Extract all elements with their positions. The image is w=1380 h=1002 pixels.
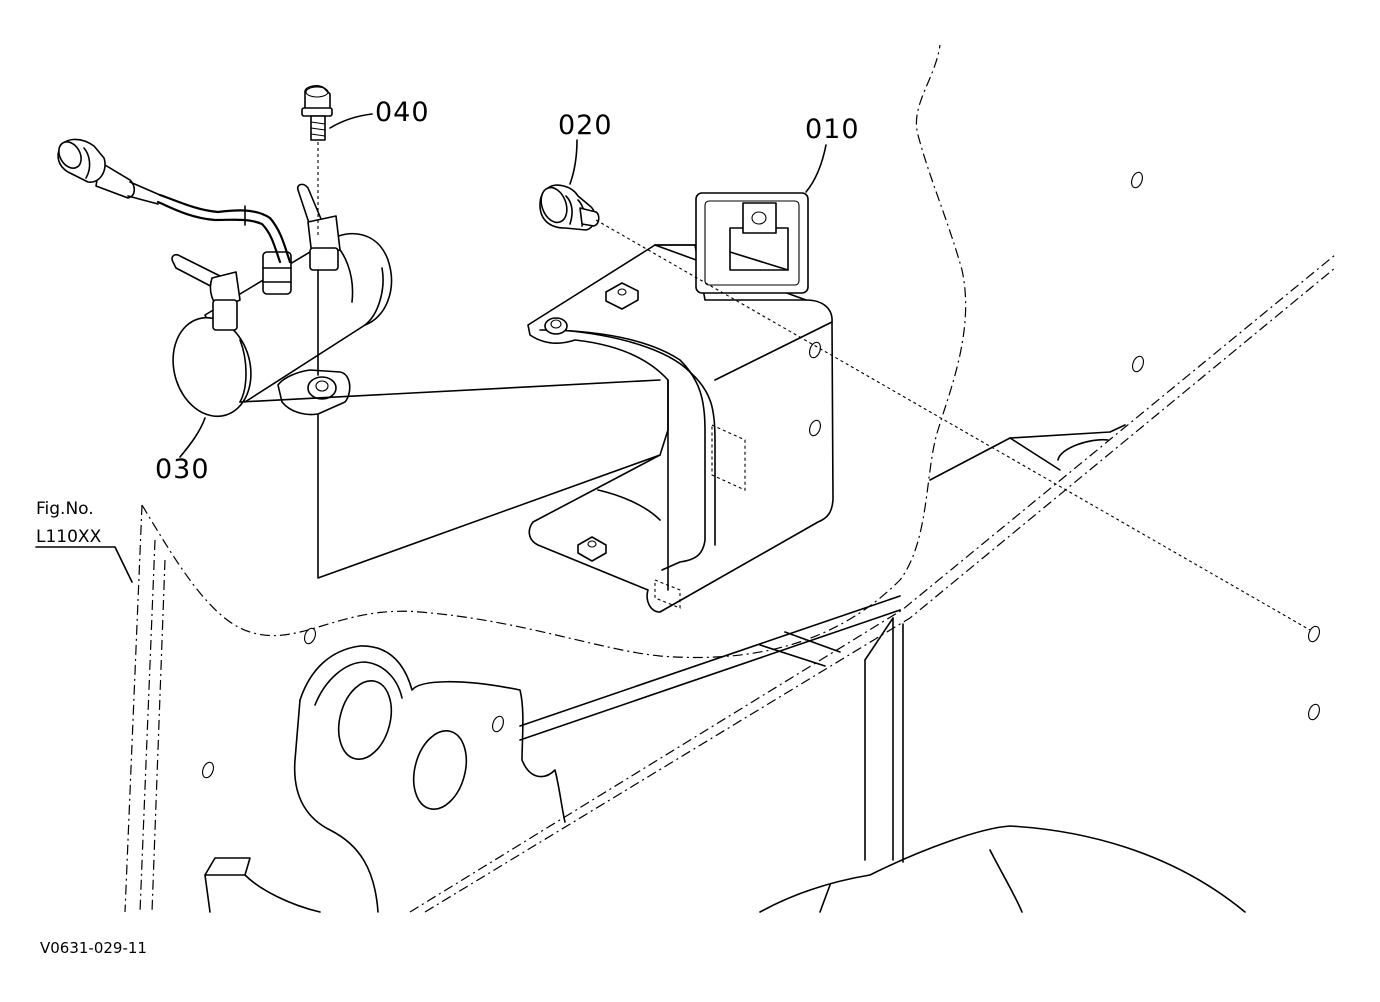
bolt-040 <box>301 85 333 141</box>
fuel-pump-030 <box>57 138 393 418</box>
lower-right-cover <box>759 825 1246 913</box>
callout-010: 010 <box>805 114 860 145</box>
lower-mount-plate <box>204 645 566 913</box>
assembly-lines <box>179 113 1311 631</box>
callout-030: 030 <box>155 454 210 485</box>
chassis-frame <box>124 44 1336 913</box>
plug-020 <box>539 184 600 231</box>
drawing-code: V0631-029-11 <box>40 939 147 957</box>
callout-020: 020 <box>558 110 613 141</box>
fig-number: L110XX <box>36 527 102 547</box>
fig-label-leader <box>35 546 133 583</box>
fig-label: Fig.No. <box>36 499 94 519</box>
bracket-010 <box>527 192 834 613</box>
callout-040: 040 <box>375 97 430 128</box>
